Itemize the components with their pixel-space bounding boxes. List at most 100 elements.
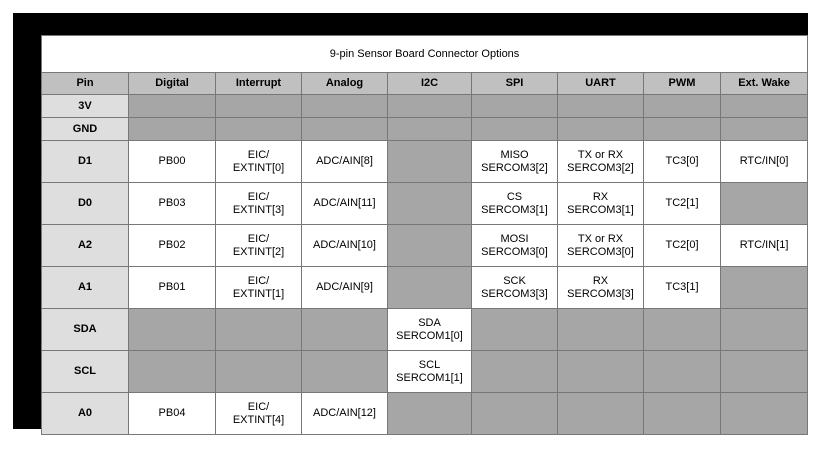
empty-cell-extwake (719, 392, 809, 435)
empty-cell-i2c (387, 224, 472, 267)
cell-pwm: TC3[0] (643, 140, 721, 183)
cell-line: TX or RX (577, 232, 624, 245)
cell-line: SERCOM3[1] (481, 203, 548, 216)
empty-cell-pwm (643, 308, 721, 351)
cell-line: TC3[1] (665, 281, 699, 294)
cell-line: PB04 (158, 407, 186, 420)
board-frame: 9-pin Sensor Board Connector Options Pin… (13, 13, 809, 435)
cell-line: SCK (503, 274, 526, 287)
cell-line: SERCOM1[0] (396, 329, 463, 342)
cell-line: EIC/ (247, 232, 270, 245)
cell-digital: PB03 (128, 182, 216, 225)
cell-extwake: RTC/IN[0] (719, 140, 809, 183)
table-title: 9-pin Sensor Board Connector Options (40, 35, 809, 73)
cell-line: RX (592, 274, 609, 287)
cell-interrupt: EIC/EXTINT[4] (215, 392, 302, 435)
empty-cell-interrupt (215, 94, 302, 118)
empty-cell-uart (557, 94, 644, 118)
cell-line: EIC/ (247, 148, 270, 161)
cell-line: ADC/AIN[10] (313, 239, 376, 252)
cell-line: ADC/AIN[9] (316, 281, 373, 294)
cell-line: SERCOM3[2] (567, 161, 634, 174)
empty-cell-interrupt (215, 350, 302, 393)
empty-cell-spi (471, 392, 558, 435)
cell-digital: PB00 (128, 140, 216, 183)
column-header-spi: SPI (471, 72, 558, 95)
cell-line: TX or RX (577, 148, 624, 161)
empty-cell-extwake (719, 117, 809, 141)
cell-line: PB02 (158, 239, 186, 252)
cell-line: TC2[0] (665, 239, 699, 252)
pin-table-container: 9-pin Sensor Board Connector Options Pin… (40, 35, 809, 435)
column-header-extwake: Ext. Wake (719, 72, 809, 95)
empty-cell-digital (128, 117, 216, 141)
cell-line: PB00 (158, 155, 186, 168)
cell-line: MOSI (500, 232, 529, 245)
table-head: 9-pin Sensor Board Connector Options Pin… (40, 35, 809, 95)
empty-cell-spi (471, 94, 558, 118)
pin-label-a2: A2 (41, 224, 129, 267)
empty-cell-analog (301, 308, 388, 351)
empty-cell-uart (557, 350, 644, 393)
cell-interrupt: EIC/EXTINT[2] (215, 224, 302, 267)
empty-cell-spi (471, 350, 558, 393)
empty-cell-uart (557, 117, 644, 141)
empty-cell-extwake (719, 350, 809, 393)
column-header-analog: Analog (301, 72, 388, 95)
cell-line: EXTINT[4] (232, 413, 285, 426)
pin-label-3v: 3V (41, 94, 129, 118)
cell-line: EXTINT[3] (232, 203, 285, 216)
empty-cell-uart (557, 308, 644, 351)
cell-analog: ADC/AIN[8] (301, 140, 388, 183)
empty-cell-analog (301, 350, 388, 393)
cell-line: EIC/ (247, 274, 270, 287)
column-header-interrupt: Interrupt (215, 72, 302, 95)
cell-line: RX (592, 190, 609, 203)
cell-line: ADC/AIN[11] (313, 197, 376, 210)
cell-analog: ADC/AIN[11] (301, 182, 388, 225)
empty-cell-pwm (643, 392, 721, 435)
empty-cell-interrupt (215, 117, 302, 141)
pin-label-a1: A1 (41, 266, 129, 309)
cell-pwm: TC3[1] (643, 266, 721, 309)
empty-cell-extwake (719, 266, 809, 309)
cell-line: SERCOM3[0] (567, 245, 634, 258)
cell-digital: PB01 (128, 266, 216, 309)
cell-line: SCL (418, 358, 441, 371)
empty-cell-i2c (387, 392, 472, 435)
pin-label-d0: D0 (41, 182, 129, 225)
cell-line: ADC/AIN[8] (316, 155, 373, 168)
cell-interrupt: EIC/EXTINT[0] (215, 140, 302, 183)
cell-line: EIC/ (247, 190, 270, 203)
cell-line: SERCOM3[3] (481, 287, 548, 300)
pin-label-gnd: GND (41, 117, 129, 141)
cell-line: SERCOM3[1] (567, 203, 634, 216)
empty-cell-pwm (643, 94, 721, 118)
empty-cell-pwm (643, 350, 721, 393)
cell-line: SERCOM3[0] (481, 245, 548, 258)
pin-mapping-table: 9-pin Sensor Board Connector Options Pin… (40, 35, 809, 435)
cell-analog: ADC/AIN[9] (301, 266, 388, 309)
column-header-i2c: I2C (387, 72, 472, 95)
pin-label-scl: SCL (41, 350, 129, 393)
column-header-pwm: PWM (643, 72, 721, 95)
pin-label-d1: D1 (41, 140, 129, 183)
column-header-pin: Pin (41, 72, 129, 95)
cell-extwake: RTC/IN[1] (719, 224, 809, 267)
cell-line: MISO (500, 148, 529, 161)
cell-pwm: TC2[0] (643, 224, 721, 267)
empty-cell-i2c (387, 117, 472, 141)
cell-line: PB03 (158, 197, 186, 210)
